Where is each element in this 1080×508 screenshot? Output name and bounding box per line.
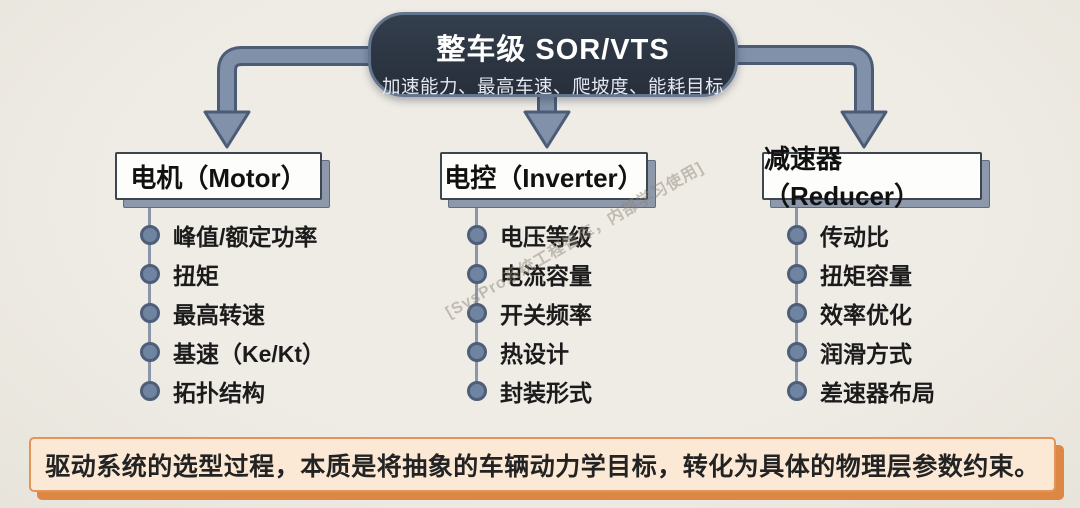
arrow-down-left-icon: [203, 46, 380, 149]
list-item: 最高转速: [140, 293, 325, 332]
inverter-connector-line: [475, 200, 478, 392]
bullet-dot-icon: [140, 302, 160, 323]
list-item: 热设计: [467, 332, 592, 371]
item-label: 开关频率: [500, 301, 592, 328]
item-label: 热设计: [500, 340, 569, 367]
bullet-dot-icon: [140, 380, 160, 401]
root-requirement-box: 整车级 SOR/VTS 加速能力、最高车速、爬坡度、能耗目标: [368, 12, 738, 97]
bullet-dot-icon: [467, 302, 487, 323]
item-label: 润滑方式: [820, 340, 912, 367]
header-motor: 电机（Motor）: [115, 152, 322, 200]
item-label: 扭矩: [173, 262, 219, 289]
list-item: 拓扑结构: [140, 371, 325, 410]
list-item: 差速器布局: [787, 371, 935, 410]
list-item: 效率优化: [787, 293, 935, 332]
item-label: 扭矩容量: [820, 262, 912, 289]
root-title: 整车级 SOR/VTS: [436, 34, 670, 66]
motor-connector-line: [148, 200, 151, 392]
bullet-dot-icon: [467, 224, 487, 245]
bullet-dot-icon: [787, 263, 807, 284]
bullet-dot-icon: [787, 341, 807, 362]
bullet-dot-icon: [787, 224, 807, 245]
list-item: 基速（Ke/Kt）: [140, 332, 325, 371]
list-item: 传动比: [787, 215, 935, 254]
list-item: 封装形式: [467, 371, 592, 410]
bullet-dot-icon: [467, 341, 487, 362]
list-item: 润滑方式: [787, 332, 935, 371]
item-label: 最高转速: [173, 301, 265, 328]
inverter-item-list: 电压等级 电流容量 开关频率 热设计 封装形式: [467, 215, 592, 410]
reducer-connector-line: [795, 200, 798, 392]
list-item: 电压等级: [467, 215, 592, 254]
column-inverter: 电控（Inverter） 电压等级 电流容量 开关频率 热设计 封装形式: [440, 152, 648, 406]
item-label: 电流容量: [500, 262, 592, 289]
column-reducer: 减速器（Reducer） 传动比 扭矩容量 效率优化 润滑方式 差速器布局: [762, 144, 982, 406]
item-label: 基速（Ke/Kt）: [173, 340, 326, 367]
list-item: 扭矩: [140, 254, 325, 293]
bullet-dot-icon: [140, 341, 160, 362]
list-item: 电流容量: [467, 254, 592, 293]
list-item: 扭矩容量: [787, 254, 935, 293]
bullet-dot-icon: [787, 302, 807, 323]
reducer-item-list: 传动比 扭矩容量 效率优化 润滑方式 差速器布局: [787, 215, 935, 410]
item-label: 传动比: [820, 223, 889, 250]
item-label: 封装形式: [500, 379, 592, 406]
arrow-down-right-icon: [726, 45, 888, 149]
bullet-dot-icon: [467, 380, 487, 401]
column-motor: 电机（Motor） 峰值/额定功率 扭矩 最高转速 基速（Ke/Kt） 拓扑结构: [115, 152, 325, 406]
arrow-down-middle-icon: [523, 92, 571, 149]
motor-item-list: 峰值/额定功率 扭矩 最高转速 基速（Ke/Kt） 拓扑结构: [140, 215, 325, 410]
item-label: 拓扑结构: [173, 379, 265, 406]
item-label: 差速器布局: [820, 379, 935, 406]
header-inverter: 电控（Inverter）: [440, 152, 648, 200]
item-label: 峰值/额定功率: [173, 223, 318, 250]
list-item: 开关频率: [467, 293, 592, 332]
list-item: 峰值/额定功率: [140, 215, 325, 254]
summary-banner-text: 驱动系统的选型过程，本质是将抽象的车辆动力学目标，转化为具体的物理层参数约束。: [45, 452, 1040, 481]
bullet-dot-icon: [140, 224, 160, 245]
header-reducer: 减速器（Reducer）: [762, 144, 982, 211]
summary-banner: 驱动系统的选型过程，本质是将抽象的车辆动力学目标，转化为具体的物理层参数约束。: [29, 437, 1056, 492]
root-subtitle: 加速能力、最高车速、爬坡度、能耗目标: [381, 76, 724, 97]
bullet-dot-icon: [140, 263, 160, 284]
item-label: 电压等级: [500, 223, 592, 250]
bullet-dot-icon: [467, 263, 487, 284]
bullet-dot-icon: [787, 380, 807, 401]
item-label: 效率优化: [820, 301, 912, 328]
